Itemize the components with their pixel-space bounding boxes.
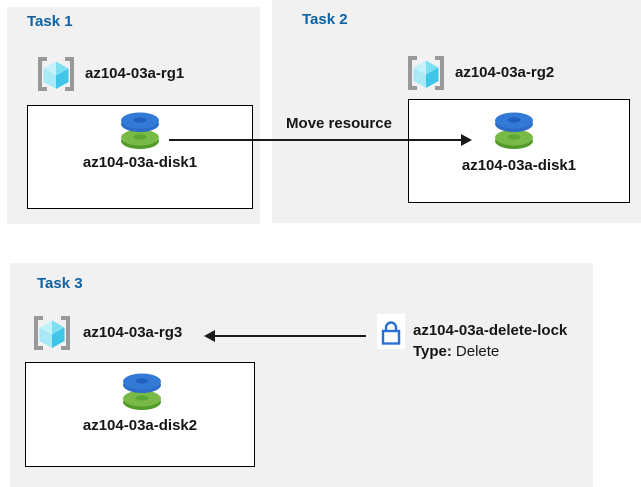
resource-group-icon [408,56,444,90]
lock-type-value: Delete [455,343,500,360]
move-arrow-line [169,139,462,141]
lock-type-label: Type:Delete [413,343,499,360]
lock-type-key: Type: [413,343,452,360]
lock-arrow-line [214,335,366,337]
lock-name-label: az104-03a-delete-lock [413,322,568,339]
disk-icon [495,112,533,149]
task2-title: Task 2 [302,11,348,28]
disk-icon [121,112,159,149]
resource-group-label: az104-03a-rg3 [83,324,183,341]
move-arrow-label: Move resource [286,115,392,132]
task3-title: Task 3 [37,275,83,292]
arrow-left-icon [204,330,215,342]
disk-label: az104-03a-disk1 [82,154,198,171]
task1-title: Task 1 [27,13,73,30]
resource-group-icon [34,316,70,350]
disk-label: az104-03a-disk2 [82,417,198,434]
resource-group-icon [38,57,74,91]
disk-label: az104-03a-disk1 [461,157,577,174]
lock-icon [381,320,401,345]
lock-icon-background [377,314,405,349]
resource-group-label: az104-03a-rg1 [85,65,185,82]
resource-group-label: az104-03a-rg2 [455,64,555,81]
arrow-right-icon [461,134,472,146]
disk-icon [123,373,161,410]
